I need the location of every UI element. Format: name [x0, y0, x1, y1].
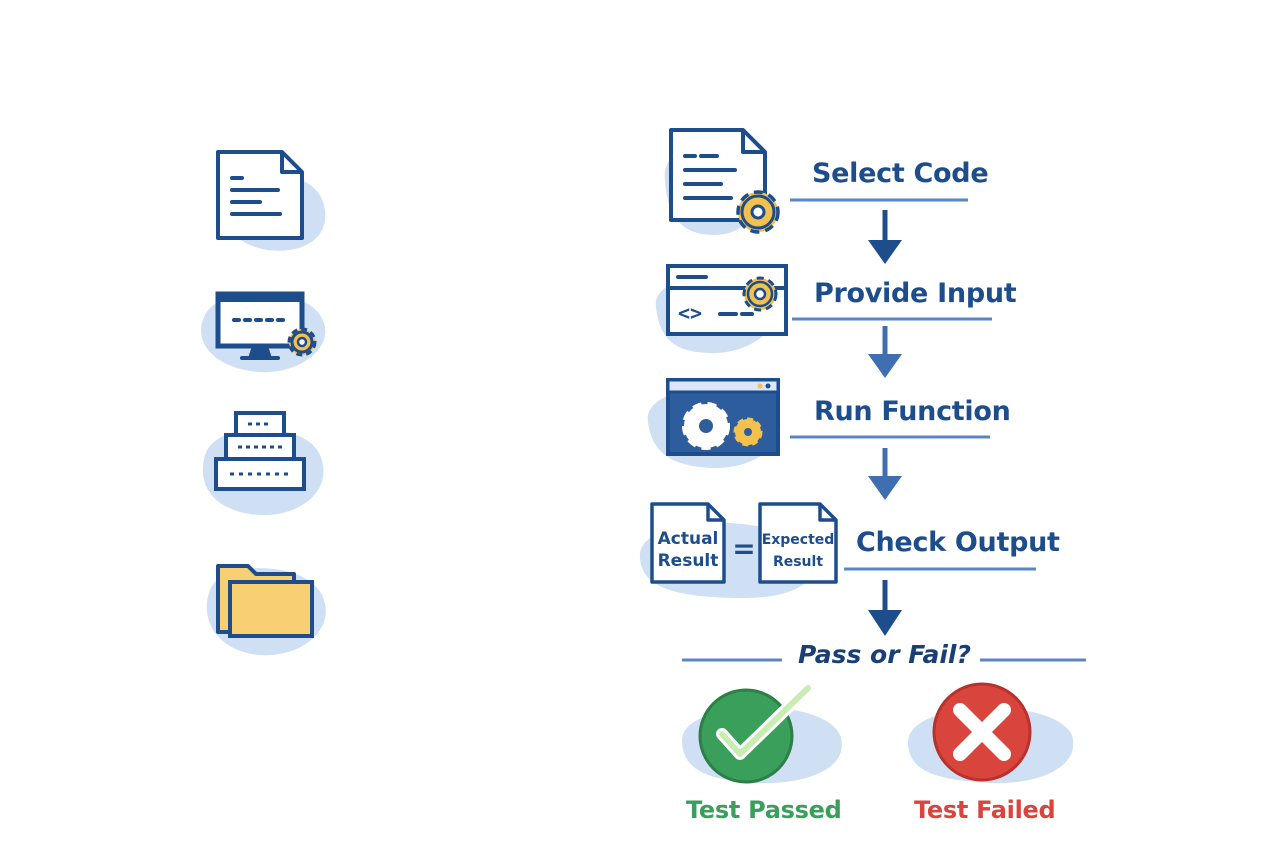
expected-result-line1: Expected: [762, 532, 835, 548]
sidebar-icons: [190, 140, 340, 670]
step-label-select-code: Select Code: [812, 158, 989, 189]
step-underline: [844, 567, 1036, 571]
step-underline: [790, 198, 968, 202]
folder-icon: [206, 564, 326, 656]
equals-sign: =: [732, 532, 755, 565]
flow-arrow-down: [868, 210, 902, 264]
decision-question: Pass or Fail?: [798, 640, 971, 669]
expected-result-line2: Result: [773, 554, 823, 570]
flow-arrow-down: [868, 580, 902, 636]
decision-divider-left: [682, 658, 782, 662]
test-failed-label: Test Failed: [914, 796, 1056, 824]
flow-arrow-down: [868, 326, 902, 378]
code-window-gear-icon: <>: [655, 264, 788, 353]
step-underline: [790, 435, 990, 439]
actual-result-line2: Result: [658, 551, 719, 571]
check-mark-icon: [682, 682, 842, 784]
monitor-gear-icon: [201, 291, 326, 373]
step-label-run-function: Run Function: [814, 396, 1011, 427]
actual-result-line1: Actual: [658, 529, 719, 549]
code-document-gear-icon: [664, 128, 780, 235]
server-stack-icon: [202, 411, 324, 516]
test-passed-label: Test Passed: [686, 796, 842, 824]
flow-arrow-down: [868, 448, 902, 500]
svg-text:<>: <>: [678, 301, 702, 325]
step-label-check-output: Check Output: [856, 527, 1060, 558]
compare-documents-icon: Actual Result = Expected Result: [639, 502, 838, 598]
step-underline: [792, 317, 992, 321]
document-icon: [216, 150, 326, 251]
cross-mark-icon: [908, 682, 1074, 784]
step-label-provide-input: Provide Input: [814, 278, 1017, 309]
decision-divider-right: [980, 658, 1086, 662]
gears-window-icon: [647, 378, 781, 469]
